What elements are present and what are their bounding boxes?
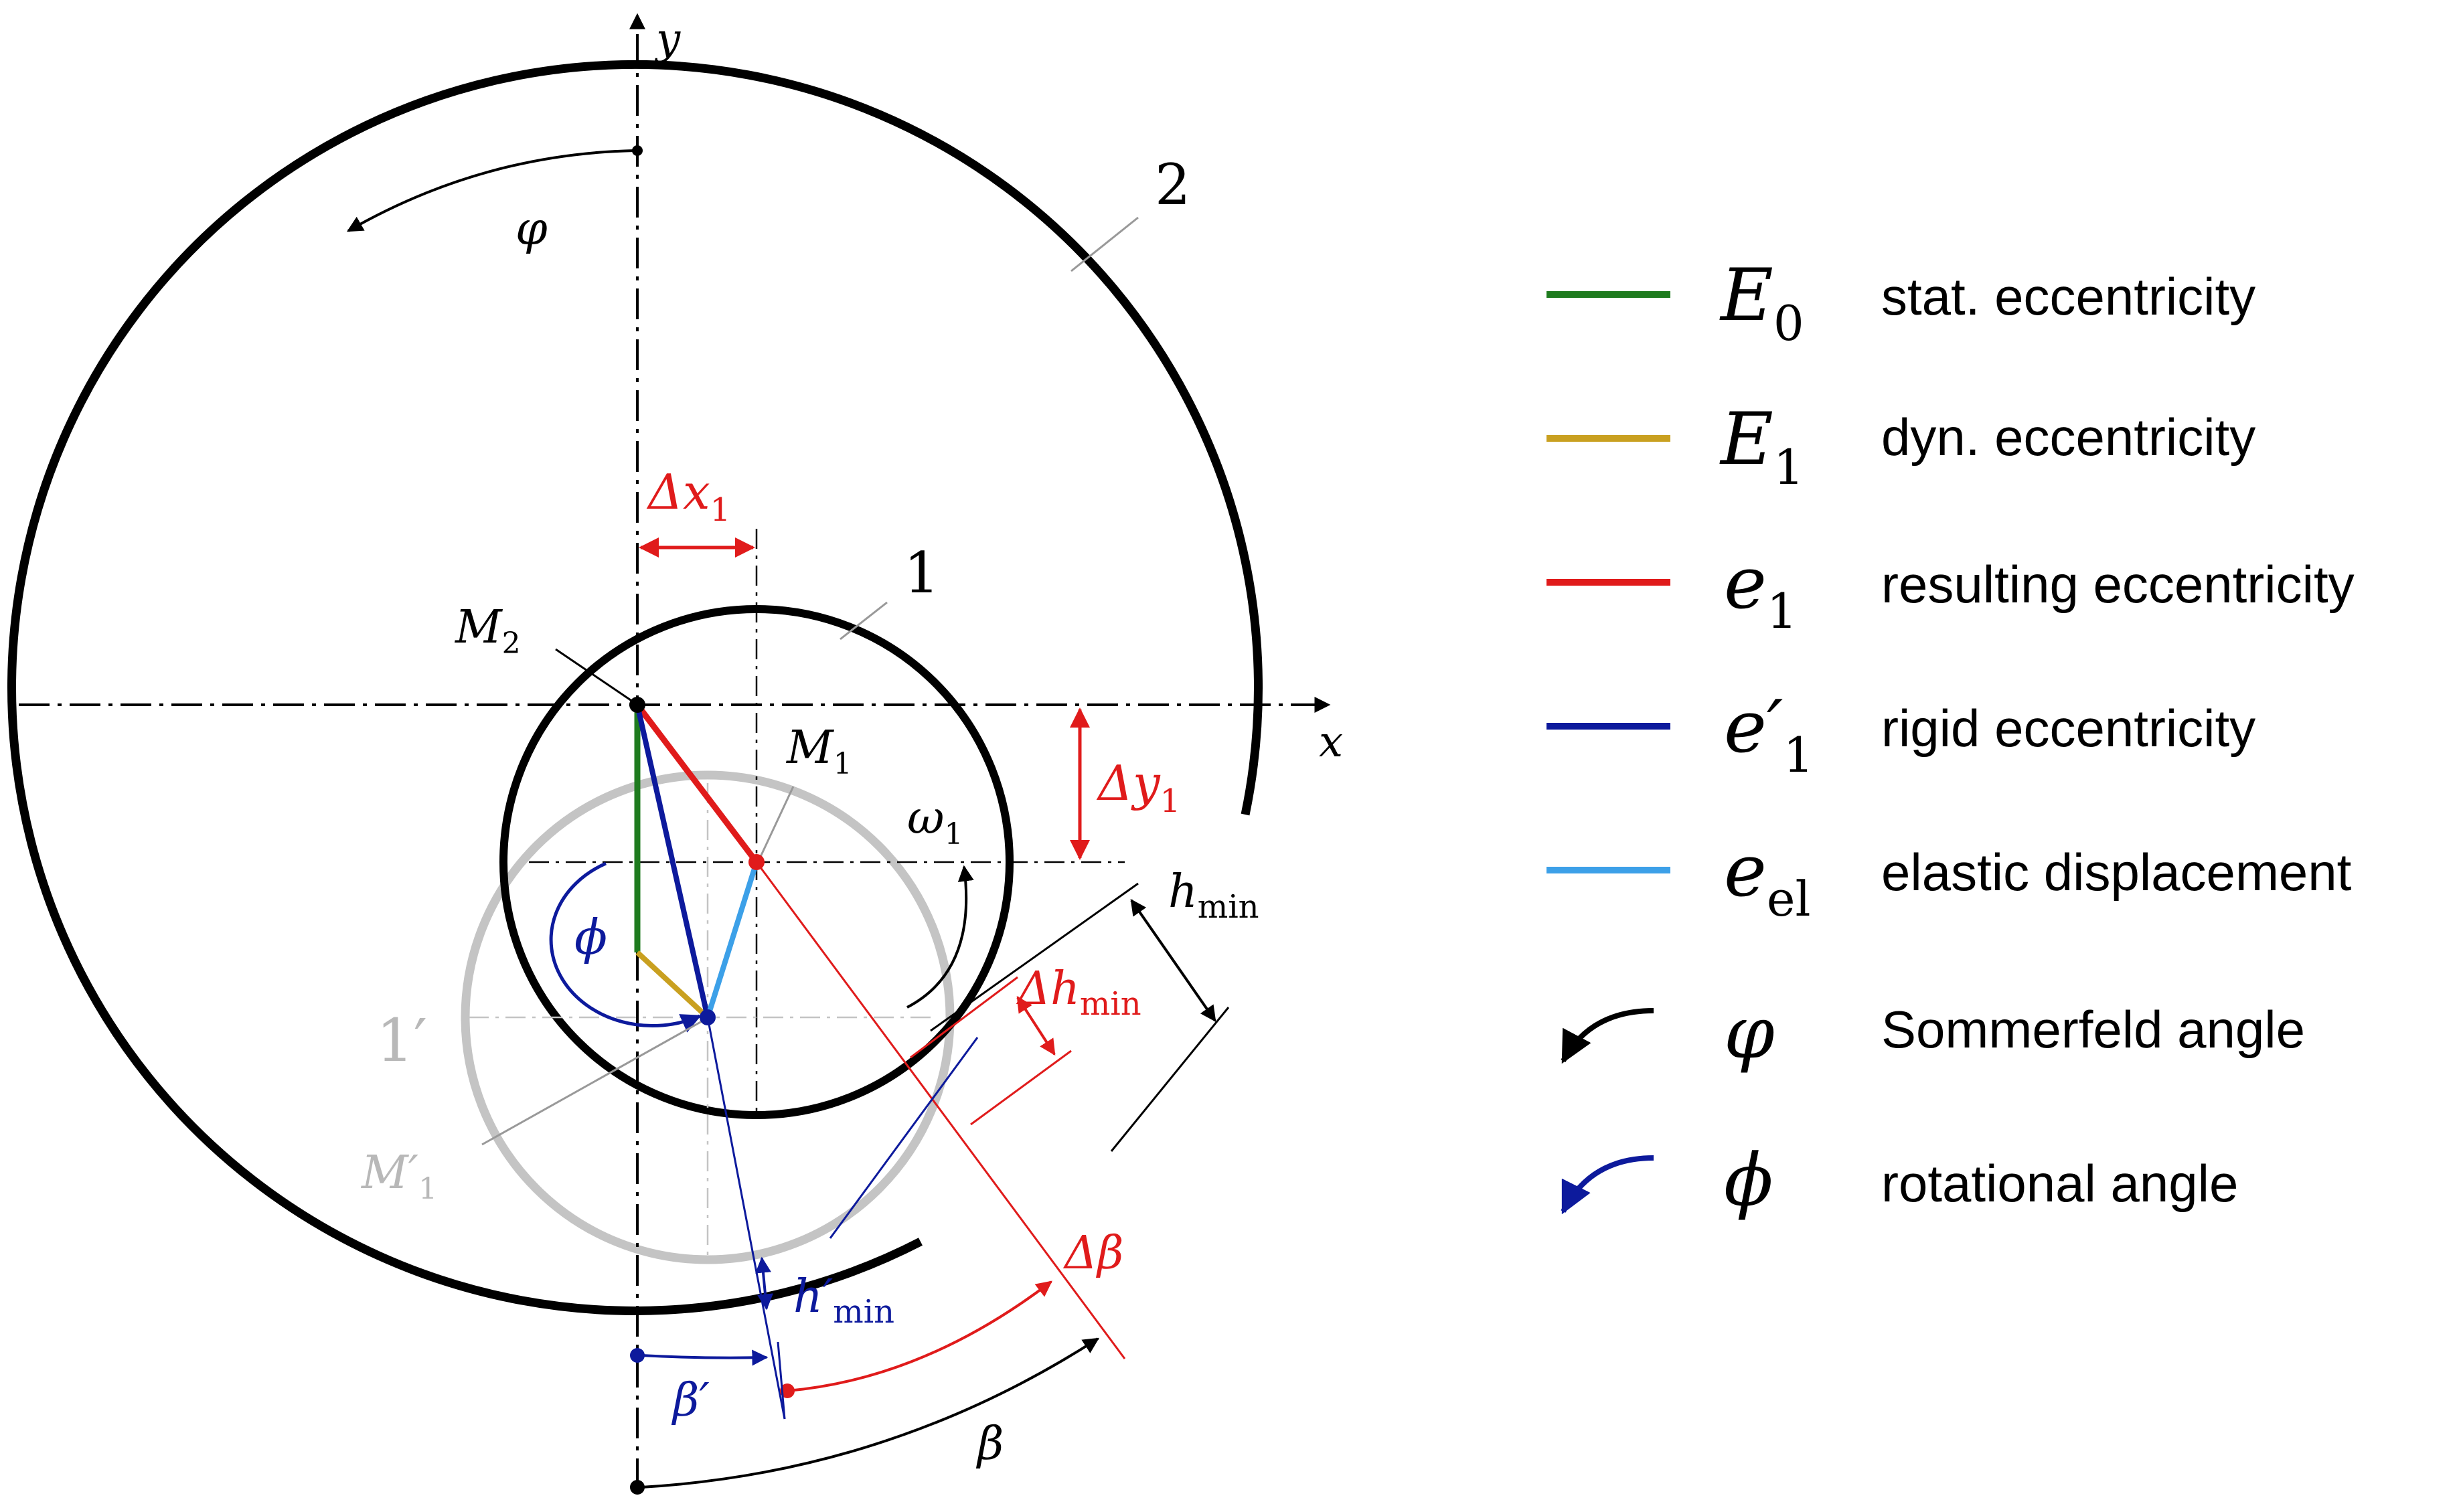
delta-beta-dot [780, 1383, 795, 1398]
m2-label: M2 [454, 601, 521, 661]
dyn-eccentricity-line [635, 950, 710, 1019]
leader-2 [1070, 216, 1139, 272]
hprime-min-label: h′min [793, 1270, 894, 1331]
leader-1 [840, 601, 888, 641]
label-2: 2 [1155, 152, 1190, 218]
m1p-label: M′1 [360, 1147, 437, 1206]
beta-prime-tick [777, 1341, 786, 1420]
legend-symbol-dyn-eccentricity: E1 [1719, 398, 1804, 495]
legend-text-resulting-eccentricity: resulting eccentricity [1881, 555, 2355, 614]
leader-m2 [555, 648, 633, 703]
resulting-eccentricity-line [635, 703, 759, 864]
black-curved-arrow-icon [1561, 1008, 1654, 1064]
bearing-circle [7, 60, 1263, 1315]
legend-symbol-rigid-eccentricity: e′1 [1724, 685, 1814, 783]
blue-curved-arrow-icon [1561, 1155, 1654, 1215]
m2-point [629, 697, 645, 713]
beta-label: β [975, 1418, 1004, 1471]
beta-prime-label: β′ [671, 1374, 710, 1427]
hmin-outer-tangent [1110, 1007, 1230, 1152]
legend-symbol-elastic-displacement: eel [1724, 829, 1811, 927]
delta-beta-label: Δβ [1062, 1227, 1123, 1280]
hmin-tangent-line [930, 882, 1139, 1032]
sommerfeld-label: φ [515, 203, 548, 256]
legend-text-rigid-eccentricity: rigid eccentricity [1881, 699, 2255, 758]
m1-label: M1 [785, 722, 852, 781]
beta-prime-dot [630, 1348, 645, 1363]
label-1-prime: 1′ [376, 1006, 427, 1075]
beta-arrow [641, 1337, 1100, 1489]
omega-arrow [906, 865, 974, 1009]
y-axis-label: y [654, 15, 681, 64]
red-ray [755, 861, 1126, 1359]
rigid-tangent [829, 1037, 979, 1239]
sommerfeld-start-dot [632, 145, 643, 156]
legend-text-rotational-angle: rotational angle [1881, 1154, 2238, 1213]
delta-hmin-label: Δhmin [1016, 962, 1141, 1023]
hprime-min-arrow [755, 1256, 773, 1311]
leader-m1 [759, 786, 795, 859]
delta-y-label: Δy1 [1096, 755, 1180, 820]
leader-m1p [481, 1019, 704, 1146]
legend-text-stat-eccentricity: stat. eccentricity [1881, 267, 2255, 326]
rotational-angle-arrow [549, 861, 702, 1033]
delta-x-label: Δx1 [646, 464, 730, 529]
delta-hmin-tangent-2 [970, 1049, 1072, 1126]
legend-symbol-resulting-eccentricity: e1 [1724, 541, 1798, 639]
beta-origin-dot [630, 1480, 645, 1495]
m1-point [748, 854, 765, 870]
sommerfeld-arrow [346, 149, 635, 232]
rigid-eccentricity-line [635, 704, 710, 1018]
delta-beta-arrow [787, 1280, 1052, 1392]
m1p-point [700, 1009, 716, 1025]
delta-hmin-arrow [1016, 995, 1056, 1056]
delta-hmin-tangent [910, 976, 1018, 1059]
beta-prime-arrow [641, 1349, 769, 1366]
hmin-label: hmin [1168, 865, 1259, 926]
legend: E0 stat. eccentricity E1 dyn. eccentrici… [1546, 254, 2355, 1222]
blue-ray [706, 1017, 786, 1420]
legend-text-elastic-displacement: elastic displacement [1881, 843, 2352, 902]
legend-symbol-sommerfeld-angle: φ [1724, 991, 1775, 1075]
legend-symbol-rotational-angle: ϕ [1724, 1139, 1773, 1222]
x-axis-label: x [1319, 718, 1343, 767]
elastic-displacement-line [705, 861, 759, 1019]
legend-text-dyn-eccentricity: dyn. eccentricity [1881, 408, 2255, 467]
label-1: 1 [904, 540, 939, 606]
hmin-dimension-arrow [1130, 899, 1216, 1022]
rotational-angle-label: ϕ [574, 909, 607, 965]
legend-text-sommerfeld-angle: Sommerfeld angle [1881, 1000, 2305, 1059]
omega-label: ω1 [907, 792, 963, 851]
legend-symbol-stat-eccentricity: E0 [1719, 254, 1804, 351]
